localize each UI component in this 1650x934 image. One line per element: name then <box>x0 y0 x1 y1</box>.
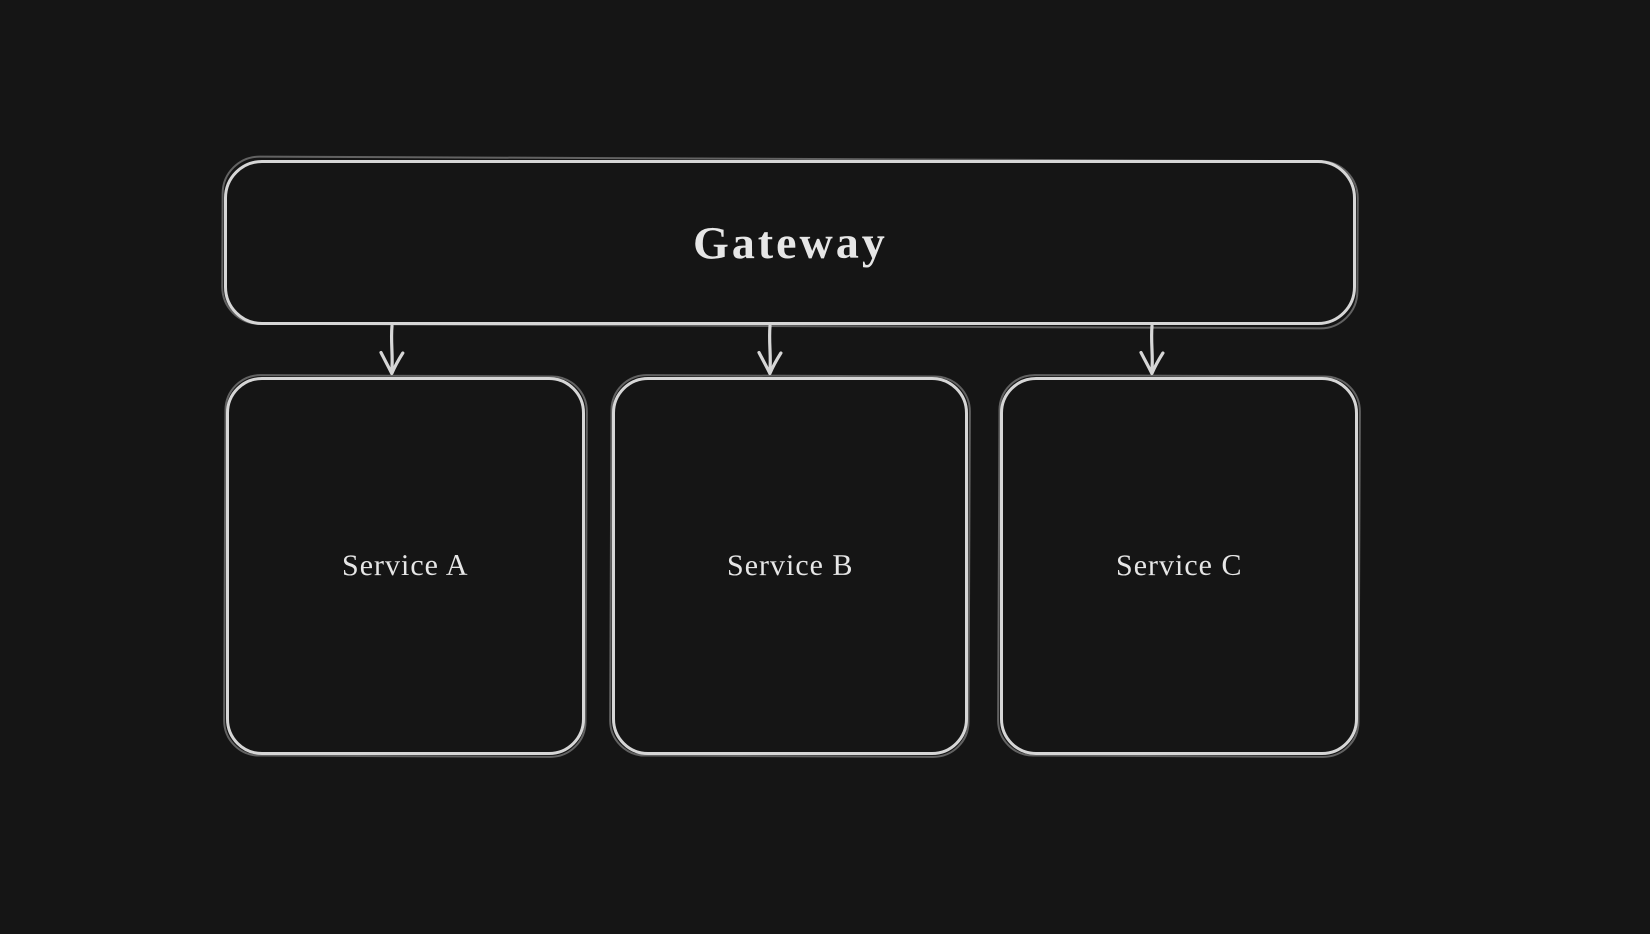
arrow-gateway-to-service-a <box>379 324 405 376</box>
node-service-b: Service B <box>612 377 968 755</box>
service-c-label: Service C <box>1115 548 1243 583</box>
service-b-label: Service B <box>726 548 854 583</box>
node-service-a: Service A <box>226 377 585 755</box>
node-gateway: Gateway <box>224 160 1356 325</box>
arrow-gateway-to-service-c <box>1139 324 1165 376</box>
node-service-c: Service C <box>1000 377 1358 755</box>
arrow-gateway-to-service-b <box>757 324 783 376</box>
gateway-label: Gateway <box>692 216 888 269</box>
service-a-label: Service A <box>342 548 469 583</box>
